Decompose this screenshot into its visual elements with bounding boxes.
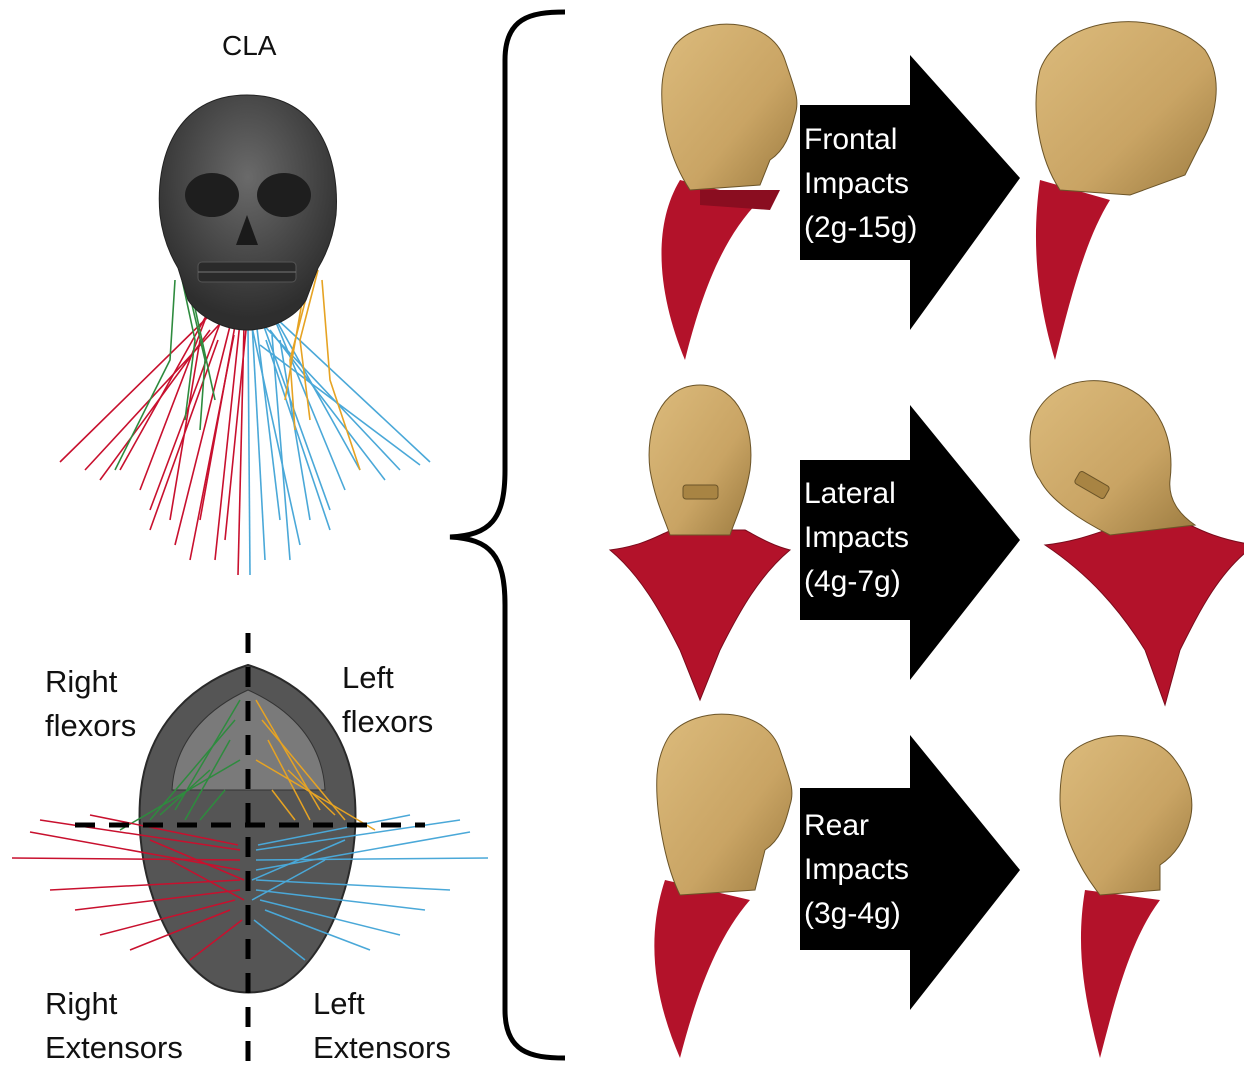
row-rear: [654, 714, 1192, 1058]
head-model-frontal-after: [1036, 22, 1216, 360]
label-left-flexors: Left flexors: [342, 656, 433, 744]
label-right-extensors: Right Extensors: [45, 982, 183, 1070]
head-model-lateral-after: [1030, 381, 1244, 705]
left-extensor-lines: [248, 300, 430, 575]
cla-skull-front-view: [60, 95, 430, 575]
head-model-rear-before: [654, 714, 792, 1058]
label-right-flexors: Right flexors: [45, 660, 136, 748]
label-frontal-impacts: Frontal Impacts (2g-15g): [804, 118, 917, 250]
label-left-extensors: Left Extensors: [313, 982, 451, 1070]
head-model-lateral-before: [610, 385, 790, 700]
label-rear-impacts: Rear Impacts (3g-4g): [804, 804, 909, 936]
cla-title: CLA: [222, 24, 276, 68]
curly-brace: [450, 12, 565, 1058]
right-extensor-lines: [60, 300, 246, 575]
row-lateral: [610, 381, 1244, 705]
label-lateral-impacts: Lateral Impacts (4g-7g): [804, 472, 909, 604]
row-frontal: [661, 22, 1216, 360]
head-model-frontal-before: [661, 24, 796, 360]
head-model-rear-after: [1060, 736, 1192, 1058]
